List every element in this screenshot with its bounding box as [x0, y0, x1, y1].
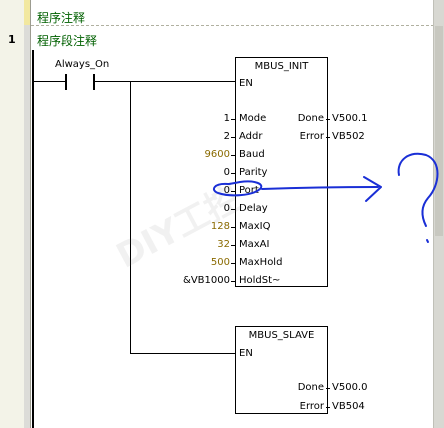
slave-done-stub: [326, 388, 330, 389]
mbus-init-title: MBUS_INIT: [254, 61, 309, 72]
init-error-stub: [326, 137, 330, 138]
mbus-slave-box[interactable]: MBUS_SLAVE EN: [235, 326, 328, 414]
parity-pin-label: Parity: [239, 167, 268, 178]
maxai-value[interactable]: 32: [217, 239, 230, 250]
port-value[interactable]: 0: [223, 185, 230, 196]
holdstart-value[interactable]: &VB1000: [183, 275, 230, 286]
vertical-scrollbar[interactable]: [433, 0, 444, 428]
parity-pin-stub: [231, 173, 235, 174]
power-rail: [32, 50, 34, 428]
addr-pin-stub: [231, 137, 235, 138]
holdstart-pin-label: HoldSt~: [239, 275, 281, 286]
mbus-init-box[interactable]: MBUS_INIT EN: [235, 57, 328, 287]
port-pin-stub: [231, 191, 235, 192]
maxhold-pin-stub: [231, 263, 235, 264]
delay-value[interactable]: 0: [223, 203, 230, 214]
rung-wire-left: [34, 81, 65, 82]
arrow-line-mark: [261, 186, 379, 190]
mode-pin-stub: [231, 119, 235, 120]
maxiq-pin-stub: [231, 227, 235, 228]
contact-right-bar[interactable]: [93, 74, 95, 90]
mode-pin-label: Mode: [239, 113, 267, 124]
question-dot-mark: [426, 239, 429, 243]
slave-error-pin-label: Error: [299, 401, 324, 412]
maxai-pin-stub: [231, 245, 235, 246]
network-number: 1: [8, 33, 16, 46]
baud-value[interactable]: 9600: [204, 149, 230, 160]
init-done-pin-label: Done: [297, 113, 324, 124]
slave-error-stub: [326, 407, 330, 408]
network-comment[interactable]: 程序段注释: [37, 34, 98, 48]
port-pin-label: Port: [239, 185, 259, 196]
mode-value[interactable]: 1: [223, 113, 230, 124]
slave-done-pin-label: Done: [297, 382, 324, 393]
slave-error-value[interactable]: VB504: [332, 401, 365, 412]
init-error-value[interactable]: VB502: [332, 131, 365, 142]
delay-pin-stub: [231, 209, 235, 210]
contact-label[interactable]: Always_On: [55, 59, 110, 70]
parity-value[interactable]: 0: [223, 167, 230, 178]
maxiq-value[interactable]: 128: [210, 221, 230, 232]
mbus-init-en-pin: EN: [239, 78, 253, 89]
program-comment-row[interactable]: [31, 8, 444, 26]
mbus-slave-title: MBUS_SLAVE: [248, 330, 315, 341]
comment-gutter-marker: [24, 0, 30, 25]
slave-done-value[interactable]: V500.0: [332, 382, 368, 393]
maxhold-pin-label: MaxHold: [239, 257, 283, 268]
rung-wire-main: [95, 81, 235, 82]
gutter-divider: [30, 0, 31, 428]
program-comment[interactable]: 程序注释: [37, 11, 86, 25]
init-done-value[interactable]: V500.1: [332, 113, 368, 124]
mbus-slave-en-pin: EN: [239, 348, 253, 359]
baud-pin-label: Baud: [239, 149, 265, 160]
scrollbar-thumb[interactable]: [435, 26, 443, 236]
init-done-stub: [326, 119, 330, 120]
maxhold-value[interactable]: 500: [210, 257, 230, 268]
port-circle-mark: [212, 180, 263, 197]
addr-pin-label: Addr: [239, 131, 263, 142]
contact-left-bar[interactable]: [65, 74, 67, 90]
delay-pin-label: Delay: [239, 203, 268, 214]
maxai-pin-label: MaxAI: [239, 239, 270, 250]
baud-pin-stub: [231, 155, 235, 156]
slave-en-wire: [130, 353, 235, 354]
init-error-pin-label: Error: [299, 131, 324, 142]
rung-branch-wire: [130, 81, 131, 353]
network-gutter-marker: [24, 25, 30, 428]
question-hook-mark: [397, 152, 439, 227]
addr-value[interactable]: 2: [223, 131, 230, 142]
holdstart-pin-stub: [231, 281, 235, 282]
arrow-head-mark: [363, 176, 382, 202]
maxiq-pin-label: MaxIQ: [239, 221, 271, 232]
